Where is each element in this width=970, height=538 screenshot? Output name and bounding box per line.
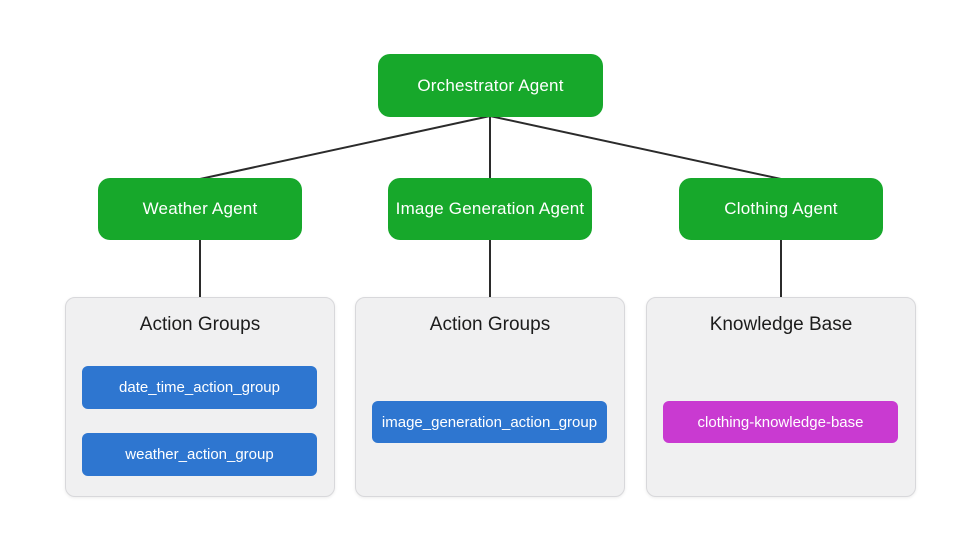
orchestrator-agent-label: Orchestrator Agent bbox=[417, 75, 564, 95]
weather-agent-label: Weather Agent bbox=[142, 199, 258, 218]
node-weather-action-group: weather_action_group bbox=[82, 433, 317, 476]
connector-root-to-weather-agent bbox=[199, 115, 491, 180]
image-generation-agent-label: Image Generation Agent bbox=[395, 199, 585, 218]
node-weather-agent: Weather Agent bbox=[98, 178, 302, 240]
date-time-action-group-label: date_time_action_group bbox=[119, 379, 280, 396]
panel-image-action-groups: Action Groups image_generation_action_gr… bbox=[355, 297, 625, 497]
panel-title: Action Groups bbox=[429, 314, 551, 335]
panel-title: Knowledge Base bbox=[709, 314, 853, 335]
node-clothing-agent: Clothing Agent bbox=[679, 178, 883, 240]
node-date-time-action-group: date_time_action_group bbox=[82, 366, 317, 409]
node-image-generation-agent: Image Generation Agent bbox=[388, 178, 592, 240]
node-orchestrator-agent: Orchestrator Agent bbox=[378, 54, 603, 117]
weather-action-group-label: weather_action_group bbox=[125, 446, 274, 463]
image-generation-action-group-label: image_generation_action_group bbox=[381, 413, 598, 431]
connector-root-to-clothing-agent bbox=[489, 115, 782, 180]
panel-weather-action-groups: Action Groups date_time_action_group wea… bbox=[65, 297, 335, 497]
clothing-agent-label: Clothing Agent bbox=[724, 199, 838, 218]
panel-title: Action Groups bbox=[139, 314, 261, 335]
node-image-generation-action-group: image_generation_action_group bbox=[372, 401, 607, 443]
panel-clothing-knowledge-base: Knowledge Base clothing-knowledge-base bbox=[646, 297, 916, 497]
node-clothing-knowledge-base: clothing-knowledge-base bbox=[663, 401, 898, 443]
clothing-knowledge-base-label: clothing-knowledge-base bbox=[697, 413, 864, 431]
